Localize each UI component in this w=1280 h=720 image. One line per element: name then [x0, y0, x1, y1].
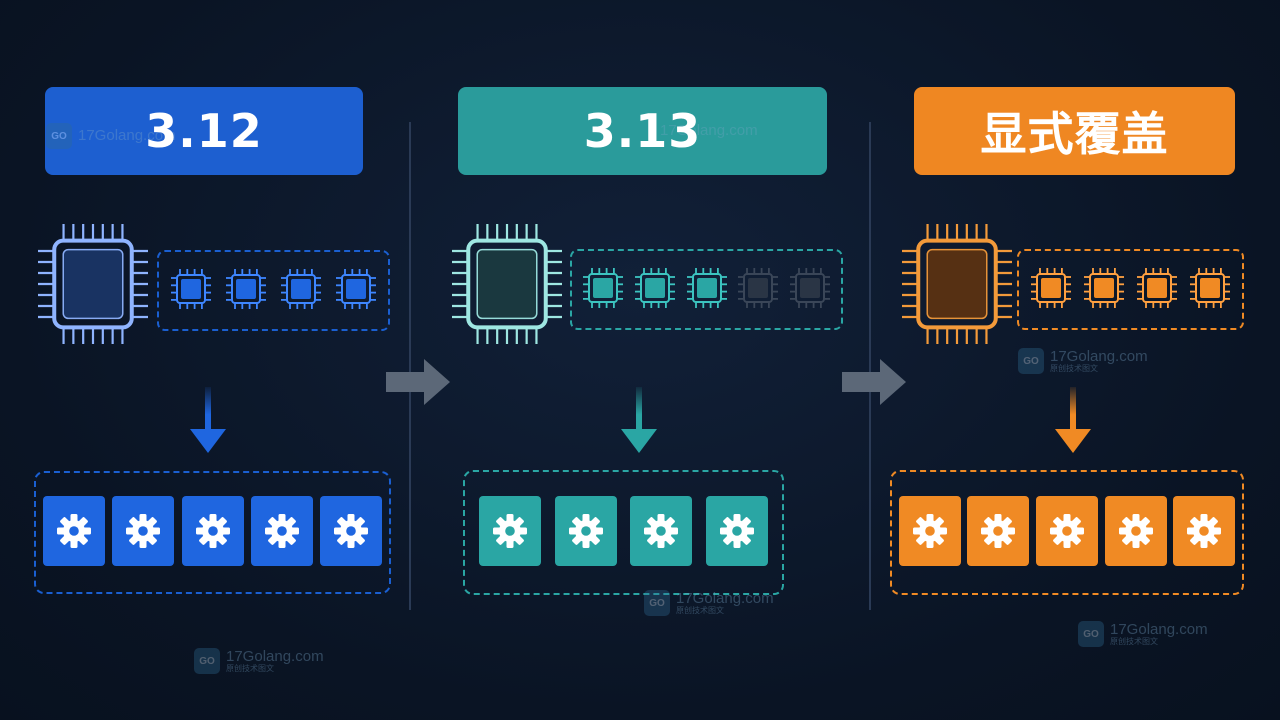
panel-divider: [409, 122, 411, 610]
gear-icon: [193, 511, 233, 551]
watermark-subtitle: 原创技术图文: [1050, 363, 1098, 373]
watermark: GO 17Golang.com 原创技术图文: [1018, 348, 1148, 374]
gear-icon: [262, 511, 302, 551]
panel-header: 3.12: [45, 87, 363, 175]
task-block: [554, 495, 617, 566]
gear-icon: [1047, 511, 1087, 551]
gear-icon: [1116, 511, 1156, 551]
watermark-site: 17Golang.com: [660, 122, 758, 139]
watermark-logo: GO: [644, 590, 670, 616]
watermark-logo: GO: [46, 123, 72, 149]
task-block: [250, 495, 313, 566]
core-group: [1017, 249, 1244, 330]
task-block: [478, 495, 541, 566]
arrow-down-icon: [621, 387, 657, 453]
cpu-core-icon: [686, 267, 728, 309]
watermark: GO 17Golang.com 原创技术图文: [194, 648, 324, 674]
gear-icon: [978, 511, 1018, 551]
gear-icon: [490, 511, 530, 551]
arrow-right-icon: [386, 359, 450, 405]
cpu-core-icon: [1083, 267, 1125, 309]
task-box: [463, 470, 784, 595]
cpu-core-icon: [634, 267, 676, 309]
cpu-core-icon: [335, 268, 377, 310]
gear-icon: [566, 511, 606, 551]
watermark-site: 17Golang.com: [78, 127, 176, 145]
arrow-down-icon: [190, 387, 226, 453]
cpu-chip-icon: [902, 224, 1012, 344]
cpu-core-icon: [280, 268, 322, 310]
panel-version-313: 3.13: [0, 0, 843, 720]
cpu-core-icon: [789, 267, 831, 309]
gear-icon: [910, 511, 950, 551]
watermark: GO 17Golang.com: [46, 123, 176, 149]
gear-icon: [331, 511, 371, 551]
panel-title: 3.13: [583, 104, 702, 158]
arrow-right-icon: [842, 359, 906, 405]
core-group: [157, 250, 390, 331]
task-block: [898, 495, 961, 566]
cpu-chip-icon: [452, 224, 562, 344]
task-block: [630, 495, 693, 566]
watermark-logo: GO: [1078, 621, 1104, 647]
watermark-logo: GO: [194, 648, 220, 674]
watermark-subtitle: 原创技术图文: [676, 605, 724, 615]
task-block: [706, 495, 769, 566]
watermark-subtitle: 原创技术图文: [1110, 636, 1158, 646]
task-block: [1173, 495, 1236, 566]
watermark-logo: GO: [1018, 348, 1044, 374]
panel-header: 3.13: [458, 87, 827, 175]
panel-title: 显式覆盖: [980, 107, 1169, 161]
arrow-down-icon: [1055, 387, 1091, 453]
cpu-core-icon: [1189, 267, 1231, 309]
gear-icon: [641, 511, 681, 551]
panel-version-312: 3.12: [0, 0, 400, 720]
watermark-site: 17Golang.com: [226, 647, 324, 665]
cpu-core-icon: [225, 268, 267, 310]
panel-header: 显式覆盖: [914, 87, 1235, 175]
cpu-core-icon: [1136, 267, 1178, 309]
task-block: [319, 495, 382, 566]
gear-icon: [1184, 511, 1224, 551]
task-block: [181, 495, 244, 566]
task-block: [43, 495, 106, 566]
task-box: [890, 470, 1244, 595]
gear-icon: [54, 511, 94, 551]
cpu-core-icon: [1030, 267, 1072, 309]
cpu-core-icon: [170, 268, 212, 310]
cpu-chip-icon: [38, 224, 148, 344]
cpu-core-icon: [582, 267, 624, 309]
watermark: GO 17Golang.com 原创技术图文: [1078, 621, 1208, 647]
watermark: GO 17Golang.com 原创技术图文: [644, 590, 774, 616]
task-block: [112, 495, 175, 566]
watermark-subtitle: 原创技术图文: [226, 663, 274, 673]
task-box: [34, 471, 391, 594]
gear-icon: [717, 511, 757, 551]
watermark: 17Golang.com: [660, 123, 758, 139]
watermark-site: 17Golang.com: [676, 589, 774, 607]
cpu-core-icon: [737, 267, 779, 309]
core-group: [570, 249, 843, 330]
watermark-site: 17Golang.com: [1050, 347, 1148, 365]
task-block: [1104, 495, 1167, 566]
panel-title: 3.12: [145, 104, 263, 158]
panel-divider: [869, 122, 871, 610]
watermark-site: 17Golang.com: [1110, 620, 1208, 638]
task-block: [1036, 495, 1098, 566]
task-block: [967, 495, 1030, 566]
gear-icon: [123, 511, 163, 551]
panel-explicit-override: 显式覆盖: [0, 0, 1244, 720]
